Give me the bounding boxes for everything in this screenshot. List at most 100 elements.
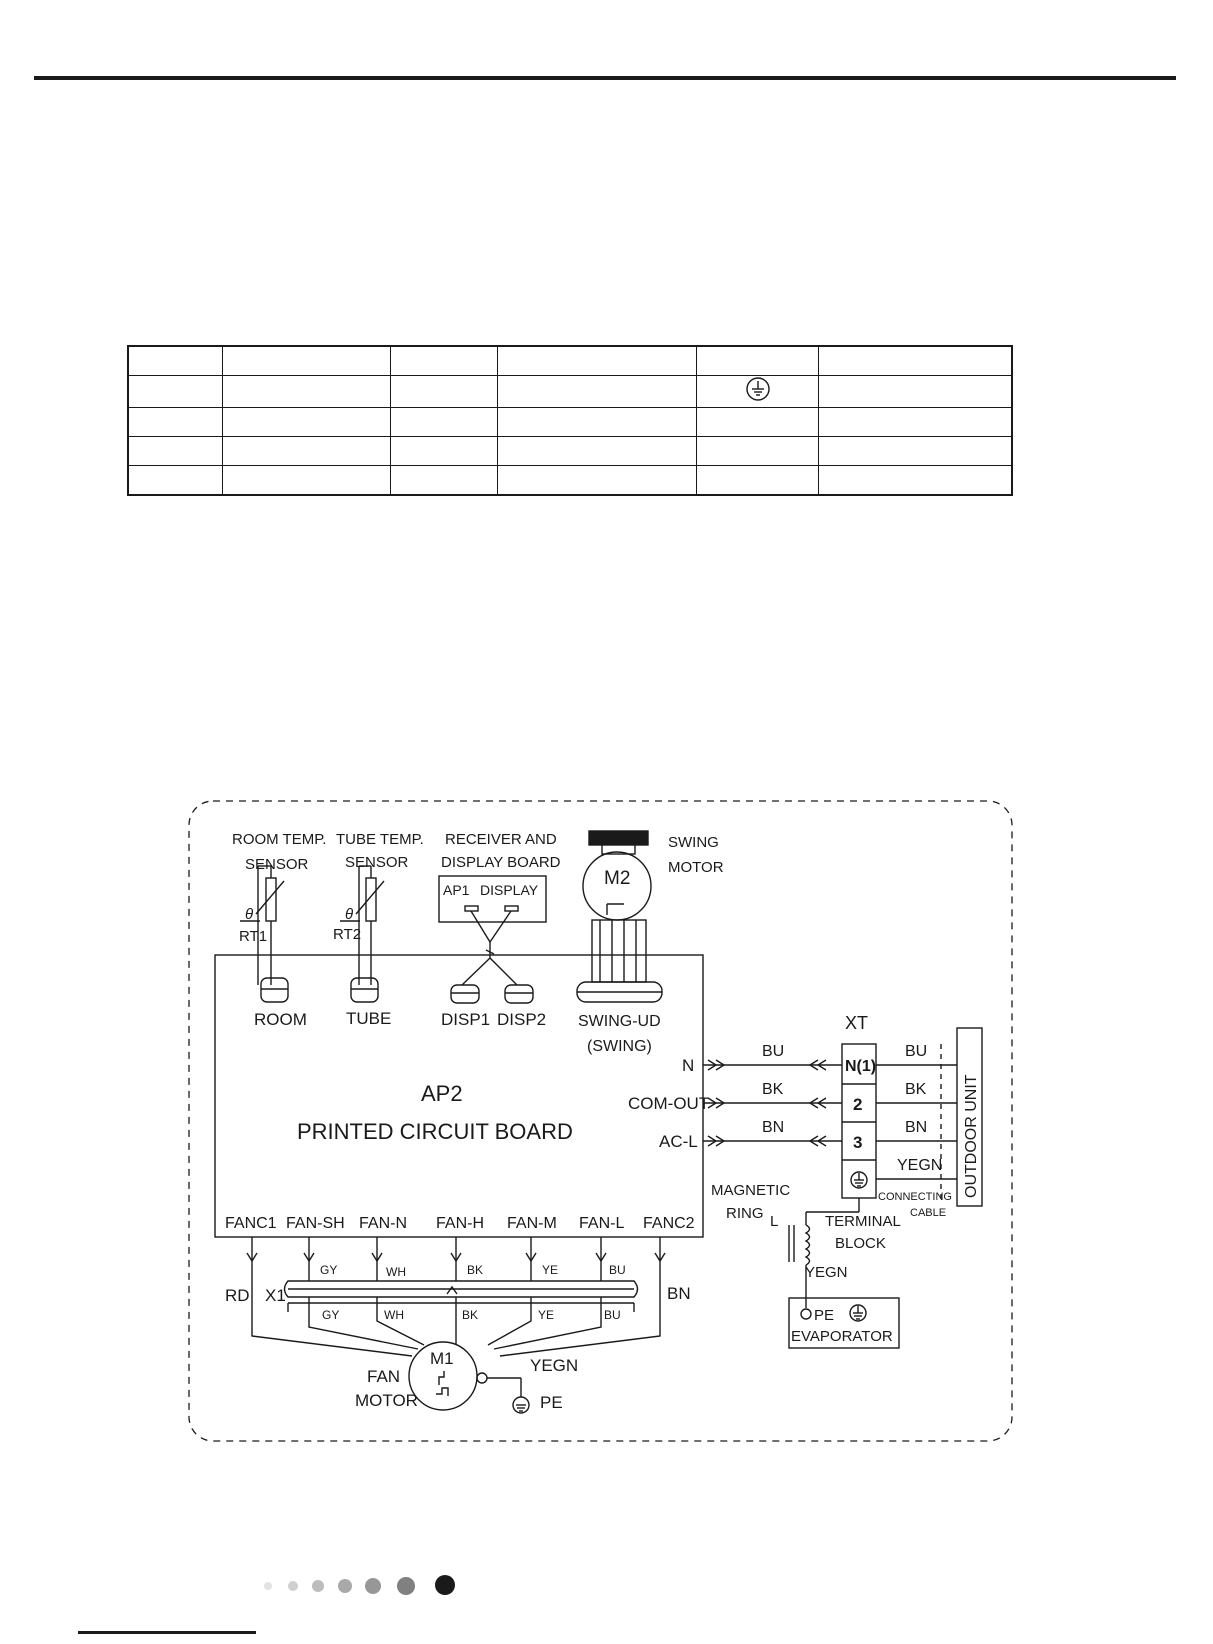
theta-label: θ: [245, 906, 253, 923]
connecting-label: CONNECTING: [878, 1191, 952, 1203]
ap2-label: AP2: [421, 1081, 463, 1106]
code-table: [127, 345, 1013, 496]
fan-port-label: FANC1: [225, 1215, 277, 1232]
wire-label-bu: BU: [762, 1043, 784, 1060]
ac-l-label: AC-L: [659, 1132, 698, 1151]
progress-dot: [435, 1575, 455, 1595]
cable-label: CABLE: [910, 1207, 946, 1219]
wire-label-gy: GY: [320, 1263, 337, 1277]
magnetic-ring: [788, 1212, 811, 1308]
wire-label-rd: RD: [225, 1286, 250, 1305]
motor-label: MOTOR: [355, 1391, 418, 1410]
diagram-frame: [188, 800, 1013, 1442]
tube-port-label: TUBE: [346, 1009, 391, 1028]
room-sensor-title-2: SENSOR: [245, 856, 309, 873]
ring-label: RING: [726, 1205, 764, 1222]
wire-label-bu: BU: [609, 1263, 626, 1277]
room-sensor: [240, 865, 289, 1003]
room-port-label: ROOM: [254, 1010, 307, 1029]
terminal-2-label: 2: [853, 1095, 862, 1114]
wire-label-wh: WH: [384, 1308, 404, 1322]
table-row: [127, 375, 1013, 408]
wire-label-wh: WH: [386, 1265, 406, 1279]
fan-port-label: FAN-SH: [286, 1215, 345, 1232]
swing-paren-label: (SWING): [587, 1038, 652, 1055]
wire-label-bn: BN: [762, 1119, 784, 1136]
wire-label-bu: BU: [604, 1308, 621, 1322]
evaporator-pe-label: PE: [814, 1307, 834, 1324]
swing-motor-title: SWING: [668, 834, 719, 851]
swing-ud-label: SWING-UD: [578, 1013, 661, 1030]
x1-label: X1: [265, 1286, 286, 1305]
fan-motor-wires: [251, 1268, 661, 1357]
wire-label-gy: GY: [322, 1308, 339, 1322]
xt-label: XT: [845, 1013, 868, 1033]
terminal-block-label: TERMINAL: [825, 1213, 901, 1230]
fan-port-label: FAN-L: [579, 1215, 624, 1232]
outdoor-unit-box: [956, 1027, 983, 1207]
tube-sensor: [340, 865, 385, 1003]
progress-dot: [264, 1582, 272, 1590]
com-out-label: COM-OUT: [628, 1094, 709, 1113]
wire-label-bk: BK: [467, 1263, 483, 1277]
power-wires: [703, 1059, 842, 1147]
fan-label: FAN: [367, 1367, 400, 1386]
footer-rule: [78, 1631, 256, 1634]
n-port-label: N: [682, 1056, 694, 1075]
swing-motor-title-2: MOTOR: [668, 859, 724, 876]
wire-label-bu: BU: [905, 1043, 927, 1060]
disp1-port-label: DISP1: [441, 1010, 490, 1029]
outdoor-unit-label: OUTDOOR UNIT: [963, 1074, 980, 1198]
progress-dot: [288, 1581, 298, 1591]
m1-label: M1: [430, 1349, 454, 1368]
magnetic-label: MAGNETIC: [711, 1182, 790, 1199]
fan-port-label: FAN-M: [507, 1215, 557, 1232]
m2-label: M2: [604, 868, 630, 889]
wire-label-bk: BK: [462, 1308, 478, 1322]
terminal-block: [806, 1043, 957, 1213]
progress-dot: [365, 1578, 381, 1594]
evaporator-box: [788, 1297, 900, 1349]
motor-pe-label: PE: [540, 1393, 563, 1412]
evaporator-label: EVAPORATOR: [791, 1328, 893, 1345]
wire-label-yegn: YEGN: [530, 1356, 578, 1375]
table-row: [127, 407, 1013, 437]
table-row: [127, 465, 1013, 496]
pcb-name: PRINTED CIRCUIT BOARD: [297, 1119, 573, 1144]
fan-port-label: FANC2: [643, 1215, 695, 1232]
tube-sensor-title-2: SENSOR: [345, 854, 409, 871]
table-row: [127, 436, 1013, 466]
wire-label-bk: BK: [905, 1081, 927, 1098]
rt1-label: RT1: [239, 928, 267, 945]
wire-label-bn: BN: [905, 1119, 927, 1136]
wire-label-yegn: YEGN: [805, 1264, 848, 1281]
fan-port-arrows: [246, 1237, 666, 1281]
terminal-3-label: 3: [853, 1133, 862, 1152]
terminal-n1-label: N(1): [845, 1058, 876, 1075]
display-title: DISPLAY BOARD: [441, 854, 561, 871]
fan-port-label: FAN-H: [436, 1215, 484, 1232]
terminal-block-label-2: BLOCK: [835, 1235, 886, 1252]
ap1-label: AP1: [443, 882, 470, 898]
wire-label-yegn: YEGN: [897, 1157, 942, 1174]
tube-sensor-title: TUBE TEMP.: [336, 831, 424, 848]
wire-label-bk: BK: [762, 1081, 784, 1098]
fan-motor: [408, 1341, 530, 1414]
swing-motor: [576, 830, 663, 1003]
pcb-box: [214, 954, 704, 1238]
progress-dot: [338, 1579, 352, 1593]
room-sensor-title: ROOM TEMP.: [232, 831, 326, 848]
wire-label-ye: YE: [538, 1308, 554, 1322]
progress-dot: [397, 1577, 415, 1595]
disp2-port-label: DISP2: [497, 1010, 546, 1029]
header-rule: [34, 76, 1176, 80]
rt2-label: RT2: [333, 926, 361, 943]
theta-label: θ: [345, 906, 353, 923]
wire-label-bn: BN: [667, 1284, 691, 1303]
l-label: L: [770, 1213, 778, 1230]
display-board: [438, 875, 547, 1004]
ground-icon: [745, 377, 770, 401]
fan-port-label: FAN-N: [359, 1215, 407, 1232]
receiver-title: RECEIVER AND: [445, 831, 557, 848]
